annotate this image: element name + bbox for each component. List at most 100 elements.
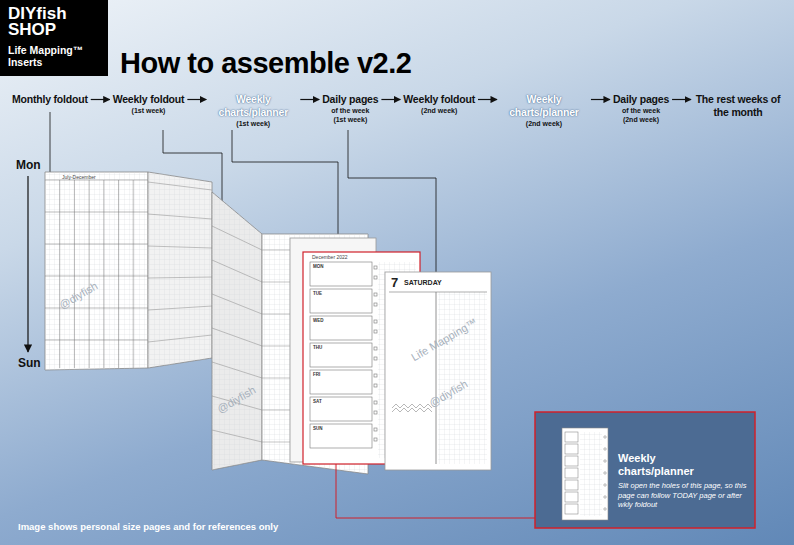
drawing-rect bbox=[374, 303, 377, 306]
drawing-line bbox=[45, 212, 148, 213]
drawing-rect bbox=[374, 428, 377, 431]
drawing-polygon bbox=[148, 172, 212, 368]
node-text: Life Mapping™ Inserts bbox=[8, 44, 100, 68]
day-name: MON bbox=[313, 264, 324, 269]
footnote-caption: Image shows personal size pages and for … bbox=[18, 521, 278, 533]
drawing-rect bbox=[310, 316, 372, 340]
flow-arrow bbox=[381, 99, 400, 100]
node-text: (1st week) bbox=[209, 119, 297, 128]
drawing-line bbox=[436, 292, 437, 464]
drawing-rect bbox=[565, 504, 578, 514]
drawing-line bbox=[212, 328, 262, 346]
node-text: Daily pages bbox=[613, 93, 669, 106]
step-label: Weekly foldout(1st week) bbox=[113, 93, 185, 115]
drawing-line bbox=[212, 226, 262, 250]
drawing-rect bbox=[310, 370, 372, 394]
node-text: Weekly foldout bbox=[113, 93, 185, 106]
drawing-rect bbox=[374, 384, 377, 387]
drawing-rect bbox=[565, 492, 578, 502]
day-name: WED bbox=[313, 318, 324, 323]
drawing-rect bbox=[580, 432, 602, 516]
drawing-rect bbox=[374, 320, 377, 323]
axis-label: Sun bbox=[18, 356, 41, 370]
drawing-polygon bbox=[212, 192, 262, 470]
drawing-polygon bbox=[45, 172, 148, 370]
drawing-circle bbox=[604, 472, 606, 474]
node-text: Weekly charts/planner bbox=[209, 93, 297, 119]
node-text: DIYfish SHOP bbox=[8, 6, 78, 38]
drawing-line bbox=[45, 340, 148, 341]
drawing-line bbox=[148, 277, 212, 278]
drawing-line bbox=[148, 182, 212, 190]
drawing-circle bbox=[604, 484, 606, 486]
step-label: Daily pagesof the week(2nd week) bbox=[613, 93, 669, 124]
drawing-line bbox=[148, 335, 212, 342]
monthly-foldout bbox=[45, 172, 212, 370]
node-text: Weekly charts/planner bbox=[618, 452, 702, 478]
drawing-rect bbox=[310, 262, 372, 286]
drawing-line bbox=[148, 306, 212, 310]
drawing-rect bbox=[310, 289, 372, 313]
drawing-rect bbox=[374, 411, 377, 414]
drawing-g bbox=[148, 182, 212, 342]
node-text: (2nd week) bbox=[613, 115, 669, 124]
step-label: Monthly foldout bbox=[12, 93, 88, 106]
drawing-rect bbox=[374, 357, 377, 360]
flow-arrow bbox=[591, 99, 610, 100]
drawing-rect bbox=[565, 480, 578, 490]
day-name: SATURDAY bbox=[404, 279, 442, 287]
axis-label: Mon bbox=[16, 158, 41, 172]
drawing-rect bbox=[565, 432, 578, 442]
drawing-polygon bbox=[45, 172, 148, 370]
inset-pointer bbox=[336, 464, 535, 518]
watermark: Life Mapping™ bbox=[409, 316, 479, 363]
node-text: of the week bbox=[613, 106, 669, 115]
drawing-line bbox=[45, 180, 148, 181]
step-label: Weekly charts/planner(2nd week) bbox=[500, 93, 588, 128]
drawing-rect bbox=[535, 412, 755, 528]
step-label: Weekly foldout(2nd week) bbox=[403, 93, 475, 115]
node-text: (2nd week) bbox=[403, 106, 475, 115]
drawing-line bbox=[148, 246, 212, 248]
drawing-circle bbox=[604, 460, 606, 462]
flow-arrow bbox=[672, 99, 691, 100]
drawing-rect bbox=[374, 330, 377, 333]
drawing-rect bbox=[374, 276, 377, 279]
drawing-circle bbox=[604, 496, 606, 498]
node-text: Monthly foldout bbox=[12, 93, 88, 106]
drawing-line bbox=[212, 294, 262, 314]
page-heading: December 2022 bbox=[312, 254, 348, 260]
drawing-rect bbox=[562, 428, 608, 520]
drawing-rect bbox=[565, 456, 578, 466]
drawing-line bbox=[45, 244, 148, 245]
day-name: TUE bbox=[313, 291, 322, 296]
flow-arrow bbox=[478, 99, 497, 100]
drawing-rect bbox=[374, 438, 377, 441]
node-text: Daily pages bbox=[322, 93, 378, 106]
page-heading: July-December bbox=[62, 174, 96, 180]
diagram-title: How to assemble v2.2 bbox=[120, 46, 411, 80]
drawing-polygon bbox=[212, 192, 262, 470]
drawing-polygon bbox=[148, 172, 212, 368]
watermark: @diyfish bbox=[57, 280, 100, 312]
step-label: Daily pagesof the week(1st week) bbox=[322, 93, 378, 124]
step-label: Weekly charts/planner(1st week) bbox=[209, 93, 297, 128]
inset-note-box: Weekly charts/plannerSlit open the holes… bbox=[535, 412, 755, 528]
watermark: @diyfish bbox=[427, 378, 470, 410]
flow-arrow bbox=[91, 99, 110, 100]
drawing-rect bbox=[310, 424, 372, 448]
drawing-line bbox=[212, 260, 262, 282]
drawing-rect bbox=[374, 401, 377, 404]
day-name: FRI bbox=[313, 372, 320, 377]
drawing-rect bbox=[374, 374, 377, 377]
flow-arrow bbox=[300, 99, 319, 100]
drawing-line bbox=[212, 362, 262, 378]
drawing-circle bbox=[604, 508, 606, 510]
flow-arrow bbox=[187, 99, 206, 100]
drawing-line bbox=[45, 276, 148, 277]
node-text: Slit open the holes of this page, so thi… bbox=[618, 481, 749, 510]
